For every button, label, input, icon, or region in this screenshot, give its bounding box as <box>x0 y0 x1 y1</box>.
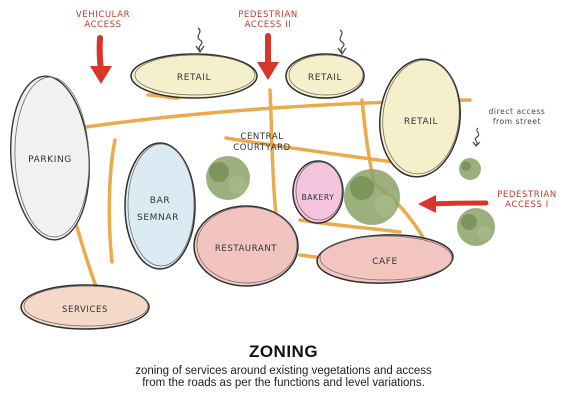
retail-left-label: RETAIL <box>177 73 211 83</box>
bar-seminar-label-2: SEMNAR <box>137 213 179 223</box>
zone-retail-right: RETAIL <box>378 58 462 178</box>
pedestrian-access-2-label-1: PEDESTRIAN <box>238 10 298 20</box>
vehicular-access-label-1: VEHICULAR <box>76 10 130 20</box>
tree-icon <box>459 158 481 180</box>
zone-retail-mid: RETAIL <box>285 53 365 99</box>
pedestrian-access-1-label-2: ACCESS I <box>505 200 549 210</box>
bar-seminar-label-1: BAR <box>150 196 170 206</box>
tree-icon <box>344 169 400 225</box>
central-courtyard-label-2: COURTYARD <box>233 143 291 153</box>
vehicular-access-label-2: ACCESS <box>84 20 121 30</box>
pedestrian-access-2-arrow <box>257 33 279 80</box>
direct-access-squiggle-icon <box>472 127 481 147</box>
pedestrian-access-1-arrow <box>418 195 489 213</box>
zone-cafe: CAFE <box>316 234 454 284</box>
direct-access-label-1: direct access <box>489 107 546 116</box>
retail-mid-label: RETAIL <box>308 73 342 83</box>
tree-icon <box>206 156 250 200</box>
zone-bakery: BAKERY <box>292 160 344 224</box>
tree-icon <box>457 208 495 246</box>
caption-line-2: from the roads as per the functions and … <box>142 377 425 389</box>
services-label: SERVICES <box>62 305 108 315</box>
caption-line-1: zoning of services around existing veget… <box>135 365 432 377</box>
central-courtyard-label-1: CENTRAL <box>240 132 283 142</box>
diagram-title: ZONING <box>248 342 319 361</box>
zone-retail-left: RETAIL <box>130 53 258 99</box>
pedestrian-access-1-label-1: PEDESTRIAN <box>497 190 557 200</box>
pedestrian-access-2-label-2: ACCESS II <box>245 20 292 30</box>
vehicular-access-arrow <box>90 35 112 84</box>
direct-access-label-2: from street <box>493 117 541 126</box>
diagram-caption: zoning of services around existing veget… <box>0 365 567 389</box>
zone-restaurant: RESTAURANT <box>193 205 299 287</box>
cafe-label: CAFE <box>372 257 398 267</box>
bakery-label: BAKERY <box>302 193 335 202</box>
retail-right-label: RETAIL <box>404 117 438 127</box>
zone-bar-seminar: BAR SEMNAR <box>124 142 196 270</box>
restaurant-label: RESTAURANT <box>215 244 277 254</box>
zone-parking: PARKING <box>9 75 91 241</box>
zone-services: SERVICES <box>20 284 150 330</box>
entry-squiggle-icon <box>195 27 347 56</box>
parking-label: PARKING <box>28 155 72 165</box>
